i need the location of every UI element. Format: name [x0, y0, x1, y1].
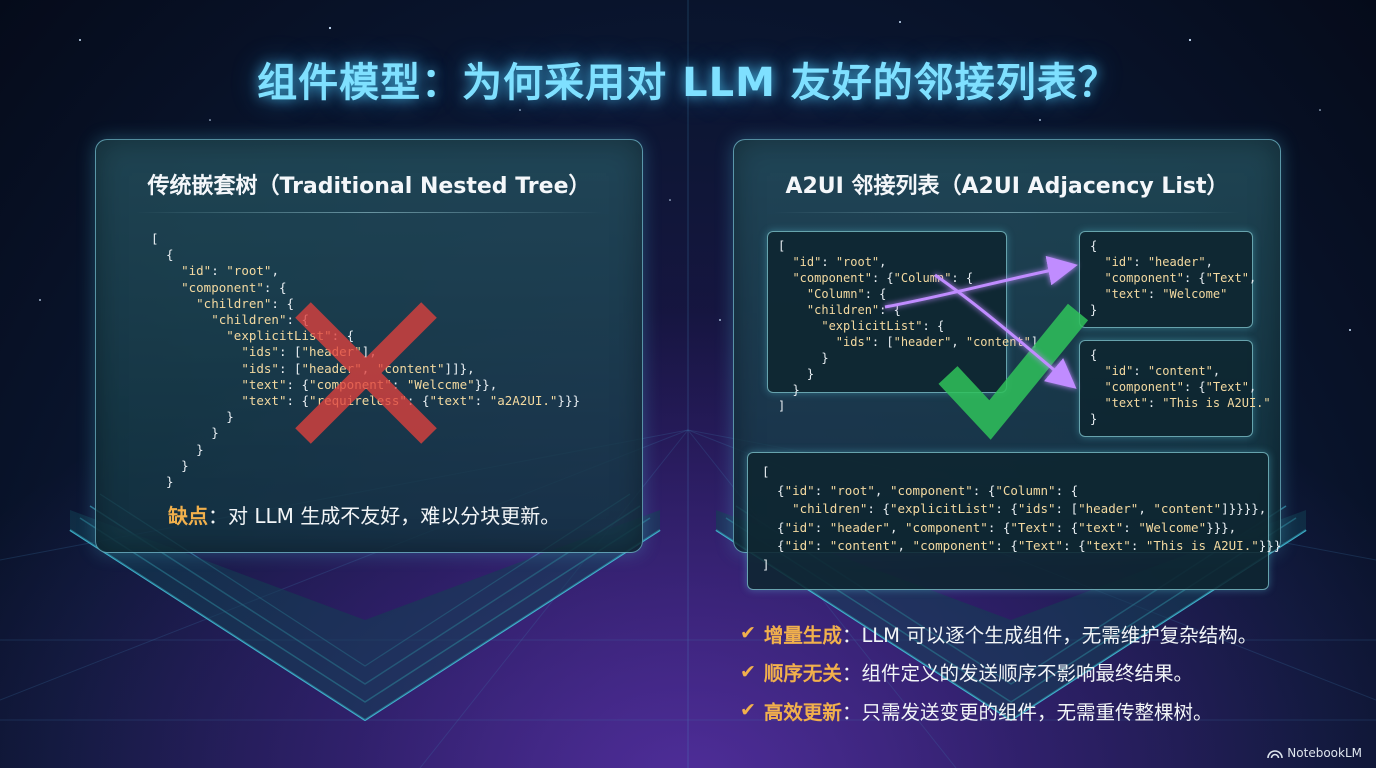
code-line: "text": {"requireless": {"text": "a2A2UI… — [241, 393, 580, 409]
code-line: "children": { — [806, 303, 901, 317]
benefit-label: 顺序无关 — [763, 662, 842, 686]
code-line: } — [778, 351, 829, 365]
header-component-box: { "id": "header", "component": {"Text", … — [1079, 231, 1256, 328]
benefit-item: ✔ 高效更新：只需发送变更的组件，无需重传整棵树。 — [740, 691, 1257, 730]
code-line: } — [151, 409, 234, 425]
code-line: "text": "This is A2UI." — [1104, 396, 1271, 410]
brand-watermark: NotebookLM — [1267, 746, 1362, 760]
flat-adjacency-code: [ {"id": "root", "component": {"Column":… — [762, 463, 1281, 575]
benefit-text: ：组件定义的发送顺序不影响最终结果。 — [841, 662, 1193, 686]
drawback-label: 缺点 — [168, 504, 208, 528]
notebooklm-logo-icon — [1267, 750, 1284, 759]
benefit-label: 增量生成 — [763, 623, 842, 647]
left-platform — [69, 493, 661, 721]
flat-adjacency-box: [ {"id": "root", "component": {"Column":… — [747, 452, 1281, 590]
code-line: {"id": "content", "component": {"Text": … — [762, 538, 1282, 554]
code-line: } — [1090, 303, 1098, 317]
code-line: [ — [151, 231, 159, 246]
code-line: "explicitList": { — [821, 319, 945, 333]
benefit-label: 高效更新 — [763, 700, 842, 724]
header-component-code: { "id": "header", "component": {"Text", … — [1090, 238, 1256, 318]
code-line: } — [151, 425, 219, 441]
code-line: "component": {"Text", — [1104, 271, 1257, 285]
code-line: "component": {"Text", — [1104, 380, 1257, 394]
code-line: "ids": ["header"], — [241, 344, 377, 360]
adjacency-list-heading: A2UI 邻接列表（A2UI Adjacency List） — [785, 174, 1229, 199]
nested-component-box: [ "id": "root", "component": {"Column": … — [767, 231, 1038, 413]
check-icon: ✔ — [740, 660, 756, 683]
nested-component-code: [ "id": "root", "component": {"Column": … — [778, 238, 1038, 414]
page-title: 组件模型：为何采用对 LLM 友好的邻接列表？ — [257, 60, 1119, 106]
code-line: } — [1090, 412, 1098, 426]
content-component-code: { "id": "content", "component": {"Text",… — [1090, 347, 1271, 427]
code-line: "text": "Welcome" — [1104, 287, 1228, 301]
code-line: "id": "root", — [792, 255, 887, 269]
code-line: "id": "header", — [1104, 255, 1213, 269]
benefit-text: ：LLM 可以逐个生成组件，无需维护复杂结构。 — [841, 623, 1258, 647]
heading-divider — [774, 212, 1240, 213]
nested-tree-code: [ { "id": "root", "component": { "childr… — [151, 231, 580, 490]
code-line: "ids": ["header", "content"] — [835, 335, 1039, 349]
brand-name: NotebookLM — [1287, 746, 1362, 760]
code-line: "Column": { — [806, 287, 887, 301]
code-line: {"id": "header", "component": {"Text": {… — [762, 519, 1237, 535]
benefit-item: ✔ 增量生成：LLM 可以逐个生成组件，无需维护复杂结构。 — [740, 614, 1257, 653]
code-line: "id": "content", — [1104, 364, 1221, 378]
check-icon: ✔ — [740, 622, 756, 645]
code-line: "component": {"Column": { — [792, 271, 974, 285]
code-line: "text": {"component": "Welccme"}}, — [241, 376, 498, 392]
code-line: } — [778, 383, 800, 397]
benefit-text: ：只需发送变更的组件，无需重传整棵树。 — [841, 700, 1213, 724]
code-line: { — [151, 247, 174, 263]
code-line: "children": { — [196, 295, 294, 311]
code-line: { — [1090, 239, 1098, 253]
code-line: "explicitList": { — [226, 328, 355, 344]
code-line: } — [151, 457, 189, 473]
code-line: ] — [778, 399, 786, 413]
code-line: "children": { — [211, 312, 310, 328]
check-icon: ✔ — [740, 699, 756, 722]
code-line: { — [1090, 348, 1098, 362]
code-line: "ids": ["header", "content"]]}, — [241, 360, 475, 376]
code-line: [ — [778, 239, 786, 253]
nested-tree-heading: 传统嵌套树（Traditional Nested Tree） — [147, 174, 591, 199]
nested-tree-panel: 传统嵌套树（Traditional Nested Tree） [ { "id":… — [95, 139, 643, 553]
heading-divider — [136, 212, 602, 213]
code-line: } — [151, 441, 204, 457]
benefit-list: ✔ 增量生成：LLM 可以逐个生成组件，无需维护复杂结构。 ✔ 顺序无关：组件定… — [740, 614, 1257, 730]
benefit-item: ✔ 顺序无关：组件定义的发送顺序不影响最终结果。 — [740, 653, 1257, 692]
drawback-note: 缺点：对 LLM 生成不友好，难以分块更新。 — [168, 500, 560, 529]
drawback-text: ：对 LLM 生成不友好，难以分块更新。 — [208, 504, 561, 528]
code-line: "children": {"explicitList": {"ids": ["h… — [792, 501, 1267, 517]
code-line: {"id": "root", "component": {"Column": { — [762, 482, 1079, 498]
code-line: } — [778, 367, 815, 381]
code-line: "id": "root", — [181, 263, 279, 279]
content-component-box: { "id": "content", "component": {"Text",… — [1079, 340, 1271, 437]
code-line: "component": { — [181, 279, 287, 295]
code-line: } — [151, 474, 174, 490]
code-line: ] — [762, 556, 770, 572]
code-line: [ — [762, 464, 770, 479]
